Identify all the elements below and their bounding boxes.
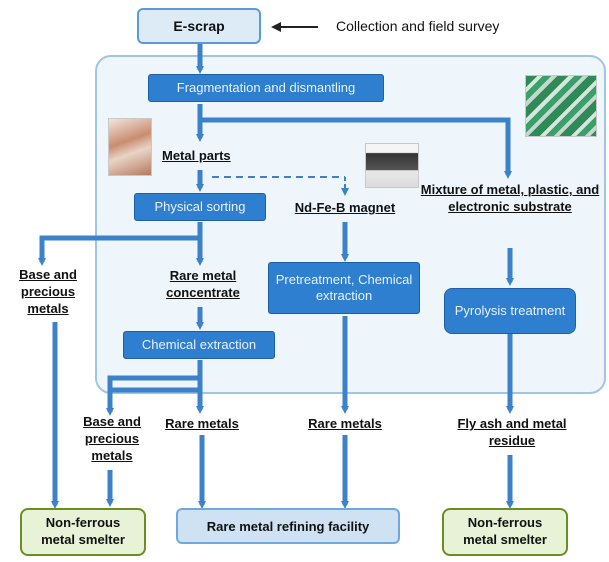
pretreatment-step: Pretreatment, Chemical extraction [268,262,420,314]
physical-sorting-step: Physical sorting [134,193,266,221]
fragmentation-step: Fragmentation and dismantling [148,74,384,102]
e-scrap-box: E-scrap [137,8,261,44]
rare-metals-label-2: Rare metals [308,416,382,431]
ndfeb-label: Nd-Fe-B magnet [294,200,396,215]
base-precious-mid-label: Base and precious metals [83,414,141,463]
magnet-photo [365,143,419,188]
smelter-right-box: Non-ferrous metal smelter [442,508,568,556]
smelter-left-box: Non-ferrous metal smelter [20,508,146,556]
rare-metals-label-1: Rare metals [165,416,239,431]
chemical-extraction-step: Chemical extraction [123,331,275,359]
base-precious-left-label: Base and precious metals [19,267,77,316]
metal-parts-label: Metal parts [162,148,231,163]
refining-facility-box: Rare metal refining facility [176,508,400,544]
pyrolysis-step: Pyrolysis treatment [444,288,576,334]
rare-concentrate-label: Rare metal concentrate [166,268,240,300]
mixture-label: Mixture of metal, plastic, and electroni… [420,182,600,214]
circuit-boards-photo [525,75,597,137]
fly-ash-label: Fly ash and metal residue [457,416,567,448]
metal-parts-photo [108,118,152,176]
collection-label: Collection and field survey [336,18,500,34]
